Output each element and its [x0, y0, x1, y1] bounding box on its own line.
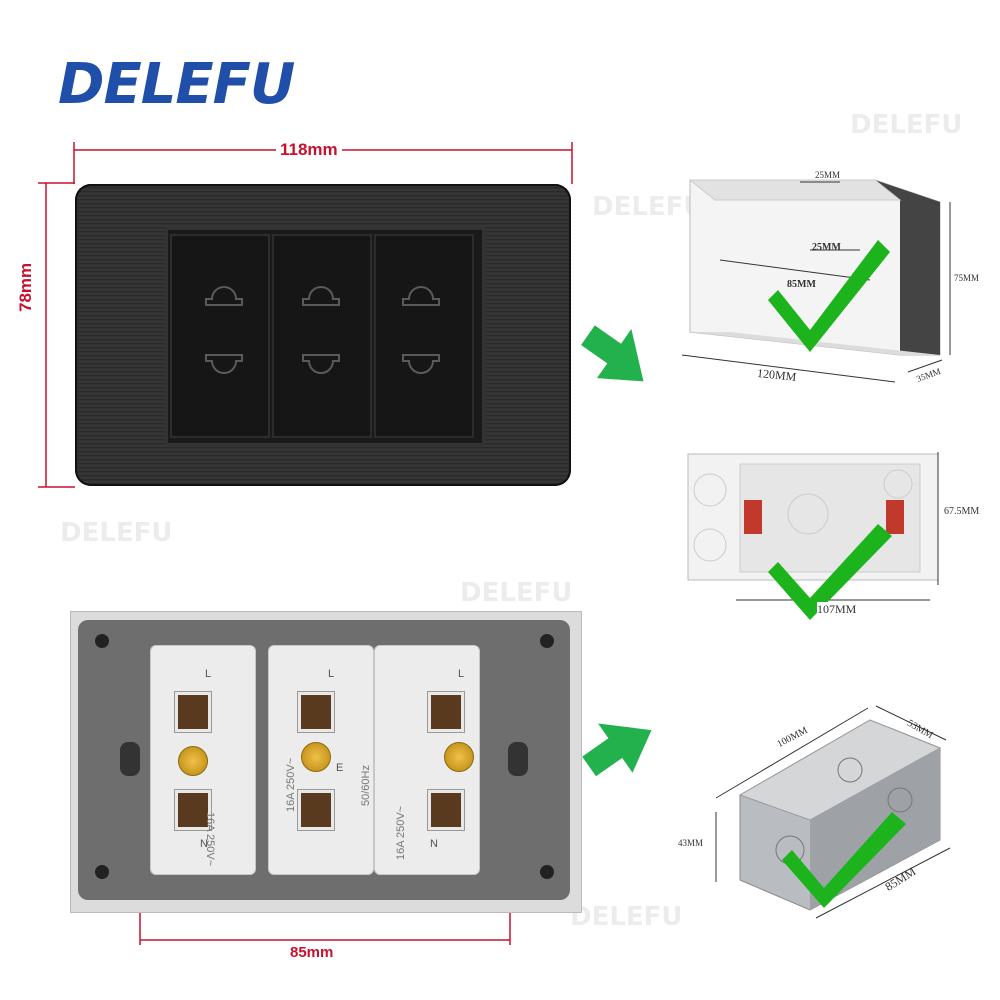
socket-bottom-icon — [302, 354, 340, 374]
box2-label: 67.5MM — [944, 506, 980, 517]
plastic-box-2 — [687, 452, 939, 620]
socket-top-icon — [302, 286, 340, 306]
green-arrow-icon — [578, 322, 658, 388]
watermark: DELEFU — [570, 902, 683, 932]
watermark: DELEFU — [460, 578, 573, 608]
metal-box-label: 43MM — [678, 838, 704, 848]
outlet-module — [170, 234, 270, 438]
brand-logo: DELEFU — [58, 52, 295, 117]
terminal-n — [298, 790, 334, 830]
metal-box — [715, 705, 951, 919]
mount-hole — [95, 865, 109, 879]
mount-hole — [540, 865, 554, 879]
box1-label: 85MM — [787, 279, 816, 290]
socket-top-icon — [205, 286, 243, 306]
outlet-module — [374, 234, 474, 438]
box2-label: 107MM — [817, 602, 857, 617]
mount-slot — [120, 742, 140, 776]
box1-label: 25MM — [815, 170, 841, 180]
spacing-label: 85mm — [290, 944, 334, 961]
width-label: 118mm — [276, 140, 342, 160]
mount-slot — [508, 742, 528, 776]
watermark: DELEFU — [60, 518, 173, 548]
rating-text: 16A 250V~ — [204, 812, 216, 867]
terminal-n — [175, 790, 211, 830]
socket-top-icon — [402, 286, 440, 306]
frequency-text: 50/60Hz — [360, 765, 372, 806]
outlet-module — [272, 234, 372, 438]
terminal-letter: E — [336, 762, 344, 774]
socket-bottom-icon — [205, 354, 243, 374]
terminal-l — [428, 692, 464, 732]
terminal-screw — [178, 746, 208, 776]
terminal-l — [298, 692, 334, 732]
box1-label: 25MM — [812, 242, 841, 253]
terminal-letter: N — [200, 838, 208, 850]
terminal-n — [428, 790, 464, 830]
terminal-letter: L — [458, 668, 465, 680]
watermark: DELEFU — [592, 192, 705, 222]
mount-hole — [95, 634, 109, 648]
socket-bottom-icon — [402, 354, 440, 374]
terminal-screw — [301, 742, 331, 772]
terminal-letter: L — [205, 668, 212, 680]
watermark: DELEFU — [850, 110, 963, 140]
terminal-screw — [444, 742, 474, 772]
box1-label: 75MM — [954, 273, 980, 283]
terminal-l — [175, 692, 211, 732]
terminal-letter: L — [328, 668, 335, 680]
rating-text: 16A 250V~ — [395, 805, 407, 860]
green-arrow-icon — [578, 712, 658, 778]
plastic-box-1 — [681, 179, 951, 383]
rating-text: 16A 250V~ — [285, 757, 297, 812]
terminal-letter: N — [430, 838, 438, 850]
mount-hole — [540, 634, 554, 648]
